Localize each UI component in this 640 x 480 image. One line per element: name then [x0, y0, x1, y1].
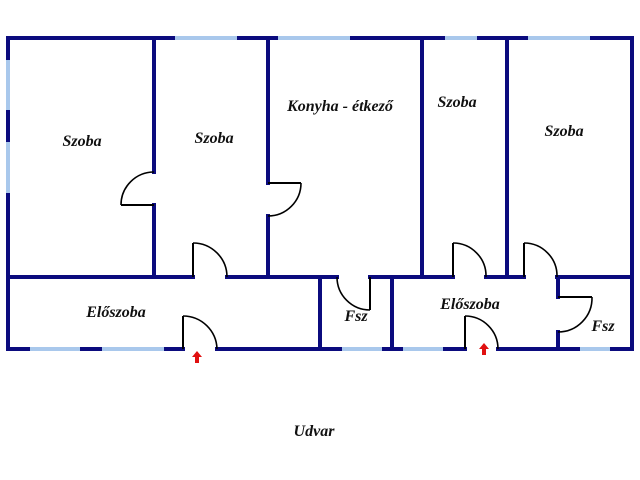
door-swing-arc: [182, 315, 218, 350]
room-label-szoba-2: Szoba: [194, 130, 234, 147]
room-label-szoba-4: Szoba: [544, 123, 584, 140]
room-label-konyha: Konyha - étkező: [287, 98, 393, 115]
door-swing-arc: [523, 242, 558, 278]
room-label-eloszoba-2: Előszoba: [440, 296, 500, 313]
door-swing-arc: [192, 242, 228, 278]
entrance-arrow-icon: [479, 343, 489, 355]
room-label-szoba-3: Szoba: [437, 94, 477, 111]
entrance-arrow-icon: [192, 351, 202, 363]
door-swing-arc: [557, 296, 593, 333]
outside-label-udvar: Udvar: [293, 423, 335, 440]
room-label-fsz-1: Fsz: [344, 308, 368, 325]
door-swing-arc: [464, 315, 499, 350]
room-label-fsz-2: Fsz: [591, 318, 615, 335]
door-swing-arc: [120, 171, 155, 206]
room-label-eloszoba-1: Előszoba: [86, 304, 146, 321]
room-label-szoba-1: Szoba: [62, 133, 102, 150]
door-swing-arc: [336, 276, 371, 311]
door-swing-arc: [452, 242, 487, 278]
door-swing-arc: [267, 182, 302, 217]
